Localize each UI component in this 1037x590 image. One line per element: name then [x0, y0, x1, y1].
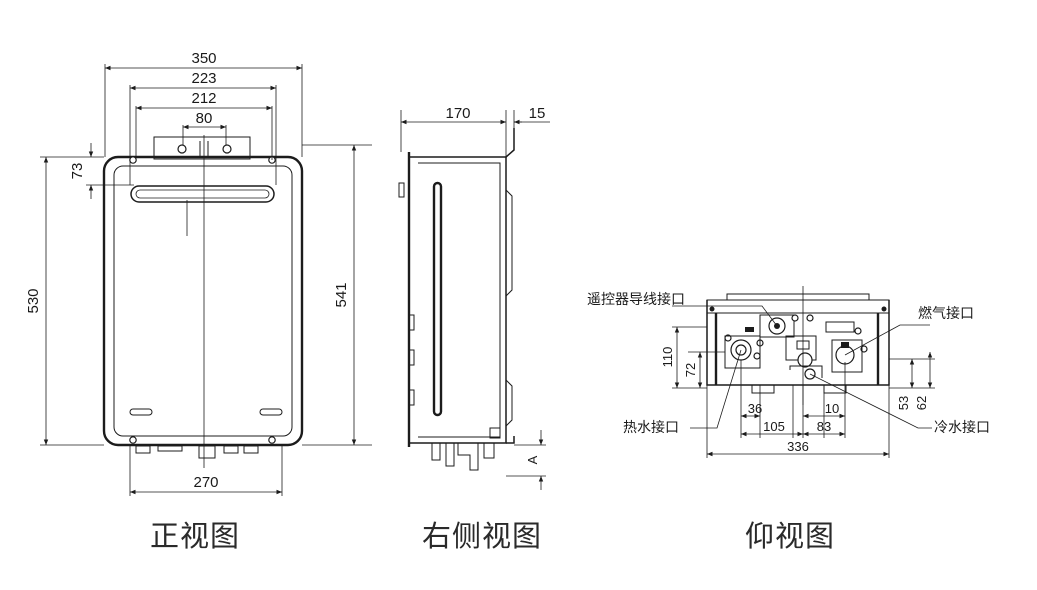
- bottom-hook: [506, 436, 515, 444]
- side-view: 170 15 A 右侧视图: [398, 105, 550, 553]
- label-remote-port: 遥控器导线接口: [587, 291, 685, 308]
- side-body-inner: [418, 162, 501, 438]
- bottom-grille: [726, 293, 870, 301]
- exhaust-grille-inner: [135, 189, 270, 199]
- dim-110: 110: [660, 347, 675, 368]
- dim-36: 36: [748, 401, 762, 416]
- label-cold-water-port: 冷水接口: [934, 419, 990, 436]
- leader-hot: [690, 349, 742, 429]
- dim-223: 223: [191, 70, 216, 87]
- fitting: [223, 445, 239, 454]
- leader-remote: [672, 305, 778, 327]
- dim-212: 212: [191, 90, 216, 107]
- screw-icon: [129, 156, 137, 164]
- dim-170: 170: [445, 105, 470, 122]
- wall-bracket: [398, 182, 405, 198]
- side-fittings: [431, 443, 495, 471]
- mount-hole-left: [177, 144, 187, 154]
- dim-530: 530: [25, 288, 42, 313]
- dim-80: 80: [196, 110, 213, 127]
- dim-541: 541: [333, 282, 350, 307]
- dim-10: 10: [825, 401, 839, 416]
- exhaust-grille: [130, 185, 275, 203]
- side-vent-strip: [432, 181, 443, 417]
- dim-53: 53: [896, 396, 911, 410]
- fitting: [157, 445, 183, 452]
- vent-slot: [129, 408, 153, 416]
- heater-body-inner: [113, 165, 293, 437]
- mount-hole-right: [222, 144, 232, 154]
- center-valve-icon: [797, 352, 813, 368]
- bracket-slot: [199, 141, 209, 157]
- label-hot-water-port: 热水接口: [623, 419, 679, 436]
- caption-front-view: 正视图: [150, 519, 240, 553]
- remote-port-box: [759, 314, 795, 338]
- mounting-bracket: [153, 136, 251, 160]
- vent-slot: [259, 408, 283, 416]
- screw-icon: [129, 436, 137, 444]
- caption-side-view: 右侧视图: [422, 519, 542, 553]
- dim-a: A: [525, 455, 540, 464]
- dim-62: 62: [914, 396, 929, 410]
- bottom-top-band: [706, 299, 890, 314]
- label-gas-port: 燃气接口: [918, 305, 974, 322]
- dim-350: 350: [191, 50, 216, 67]
- screw-icon: [268, 436, 276, 444]
- dim-83: 83: [817, 419, 831, 434]
- leader-gas: [844, 324, 930, 356]
- dim-336: 336: [787, 439, 809, 454]
- heater-body-outer: [102, 155, 304, 447]
- leader-cold: [809, 373, 932, 429]
- caption-bottom-view: 仰视图: [745, 519, 835, 553]
- dim-270: 270: [193, 474, 218, 491]
- front-view: 350 223 212 80 73 530 541 270 正视图: [25, 50, 372, 553]
- fitting: [198, 445, 216, 459]
- dim-73: 73: [69, 163, 86, 180]
- bottom-body: [706, 300, 890, 386]
- bottom-foot: [751, 384, 775, 394]
- fitting: [243, 445, 259, 454]
- fitting: [135, 445, 151, 454]
- gas-box: [825, 321, 855, 333]
- dim-72: 72: [683, 363, 698, 377]
- dim-105: 105: [763, 419, 785, 434]
- side-knob: [489, 427, 501, 439]
- dim-15: 15: [529, 105, 546, 122]
- side-body: [409, 156, 507, 444]
- top-hook: [505, 128, 515, 158]
- bottom-view: 110 72 36 10 105 83 336 53 62 遥控器导线接口 燃气…: [587, 286, 990, 553]
